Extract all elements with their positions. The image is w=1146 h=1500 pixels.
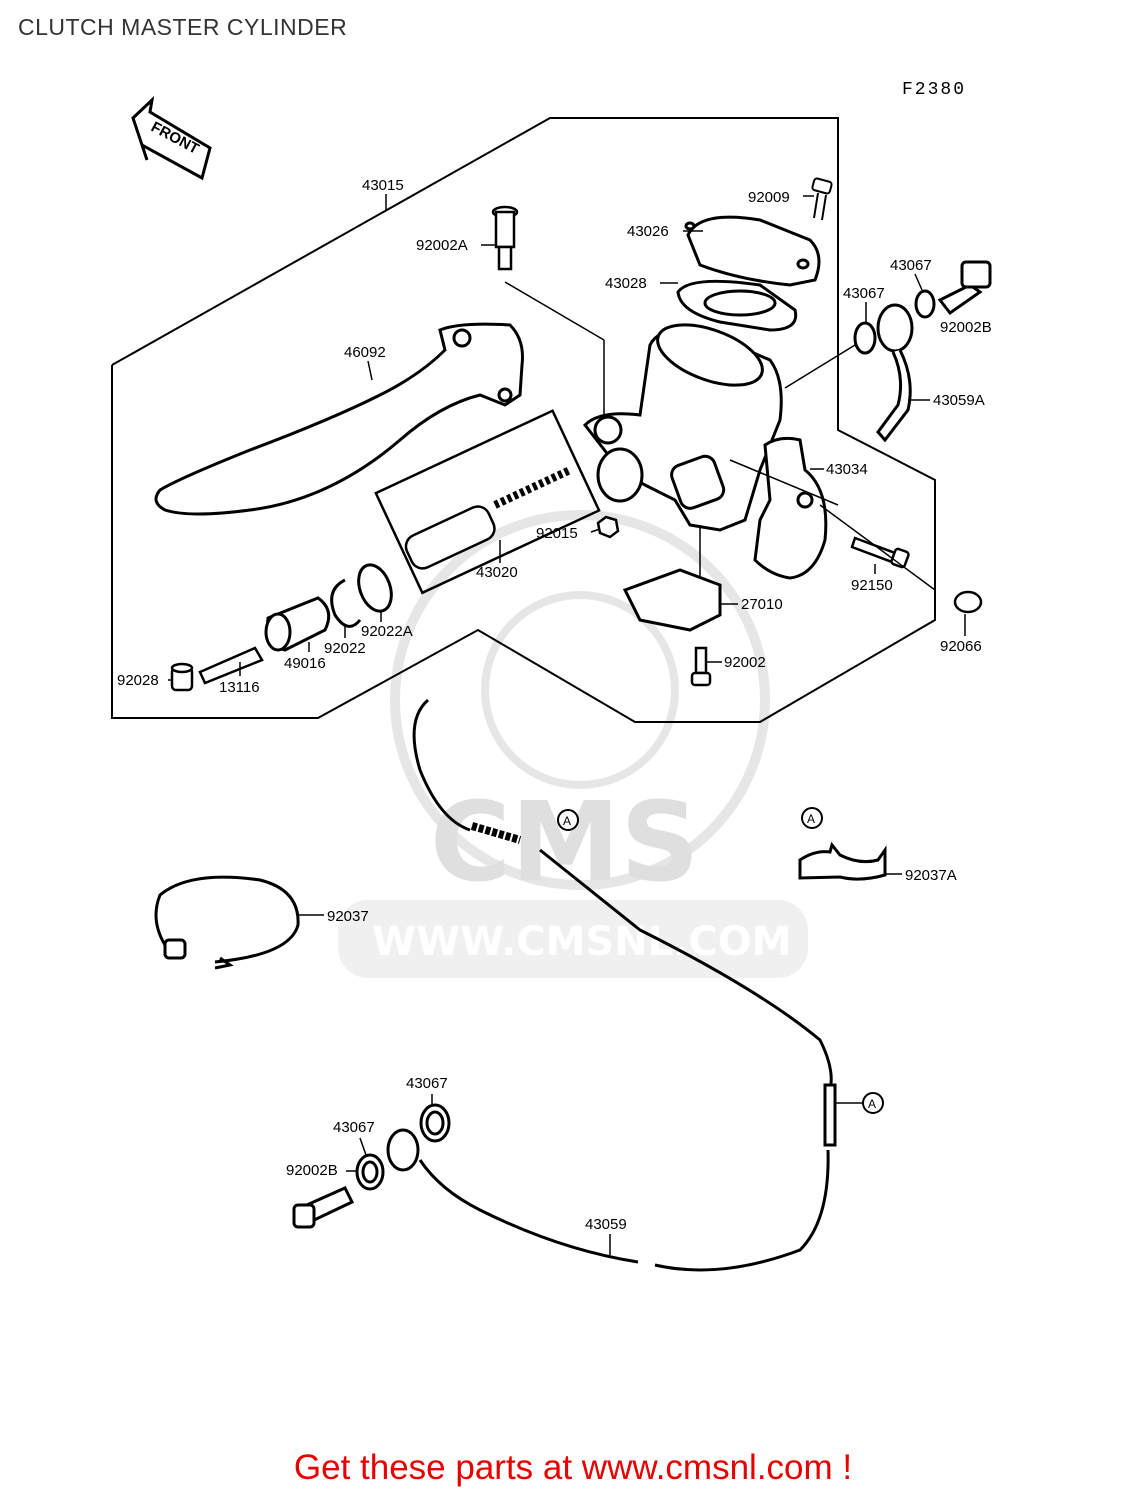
reservoir-cap <box>684 215 821 287</box>
footer-parts-link[interactable]: Get these parts at www.cmsnl.com ! <box>293 1448 853 1487</box>
watermark-brand: CMS <box>430 778 699 906</box>
piston-assembly <box>374 409 601 595</box>
part-label-92037: 92037 <box>327 908 369 925</box>
part-label-43067: 43067 <box>890 257 932 274</box>
watermark-url: WWW.CMSNL.COM <box>372 919 792 965</box>
part-label-92002: 92002 <box>724 654 766 671</box>
clamp-bracket <box>753 436 828 580</box>
cap-92028 <box>170 662 194 692</box>
callout-a-clip: A <box>801 807 823 829</box>
part-label-92022A: 92022A <box>361 623 413 640</box>
part-label-46092: 46092 <box>344 344 386 361</box>
pivot-pin-92002A <box>491 205 519 271</box>
front-arrow-icon: FRONT <box>131 95 212 181</box>
part-labels: 43015 92009 92002A 43026 43028 43067 430… <box>117 177 992 1233</box>
part-label-92002B: 92002B <box>940 319 992 336</box>
pushrod-13116 <box>198 646 264 685</box>
diaphragm <box>676 279 798 332</box>
part-label-92037A: 92037A <box>905 867 957 884</box>
clutch-cable <box>412 698 837 1272</box>
band-92037 <box>154 875 300 970</box>
banjo-hose-top <box>853 260 992 443</box>
bolt-92150 <box>850 536 910 569</box>
part-label-43067: 43067 <box>406 1075 448 1092</box>
clutch-lever <box>154 322 524 516</box>
part-label-13116: 13116 <box>219 679 260 696</box>
part-label-92002A: 92002A <box>416 237 468 254</box>
circlip-92022 <box>330 578 362 628</box>
part-label-92009: 92009 <box>748 189 790 206</box>
part-label-92015: 92015 <box>536 525 578 542</box>
callout-a-left: A <box>557 809 579 831</box>
part-label-92150: 92150 <box>851 577 893 594</box>
svg-text:A: A <box>868 1097 876 1111</box>
part-label-43028: 43028 <box>605 275 647 292</box>
svg-text:A: A <box>563 814 571 828</box>
callout-a-cable: A <box>862 1092 884 1114</box>
part-label-43034: 43034 <box>826 461 868 478</box>
part-label-49016: 49016 <box>284 655 326 672</box>
watermark: CMS WWW.CMSNL.COM <box>338 510 808 978</box>
nut-92015 <box>596 515 620 539</box>
screw-92002 <box>690 646 712 687</box>
assembly-outline <box>111 117 936 723</box>
part-label-92022: 92022 <box>324 640 366 657</box>
part-label-43067: 43067 <box>333 1119 375 1136</box>
cap-92066 <box>953 590 983 614</box>
part-label-92028: 92028 <box>117 672 159 689</box>
part-label-43059: 43059 <box>585 1216 627 1233</box>
clutch-switch <box>622 568 722 632</box>
master-cylinder-body <box>583 323 783 532</box>
bottom-fittings <box>292 1103 451 1229</box>
diagram-code: F2380 <box>902 80 967 100</box>
part-label-43020: 43020 <box>476 564 518 581</box>
part-label-43067: 43067 <box>843 285 885 302</box>
svg-text:A: A <box>807 812 815 826</box>
leader-lines <box>504 281 936 591</box>
part-label-43015: 43015 <box>362 177 404 194</box>
boot-49016 <box>264 596 331 652</box>
part-label-92066: 92066 <box>940 638 982 655</box>
page-title: CLUTCH MASTER CYLINDER <box>18 14 348 40</box>
part-label-43026: 43026 <box>627 223 669 240</box>
clip-92037A <box>798 841 887 881</box>
part-label-27010: 27010 <box>741 596 783 613</box>
label-leaders <box>168 194 966 1255</box>
part-label-92002B: 92002B <box>286 1162 338 1179</box>
screw-92009 <box>811 177 833 221</box>
part-label-43059A: 43059A <box>933 392 985 409</box>
seal-92022A <box>357 563 393 613</box>
